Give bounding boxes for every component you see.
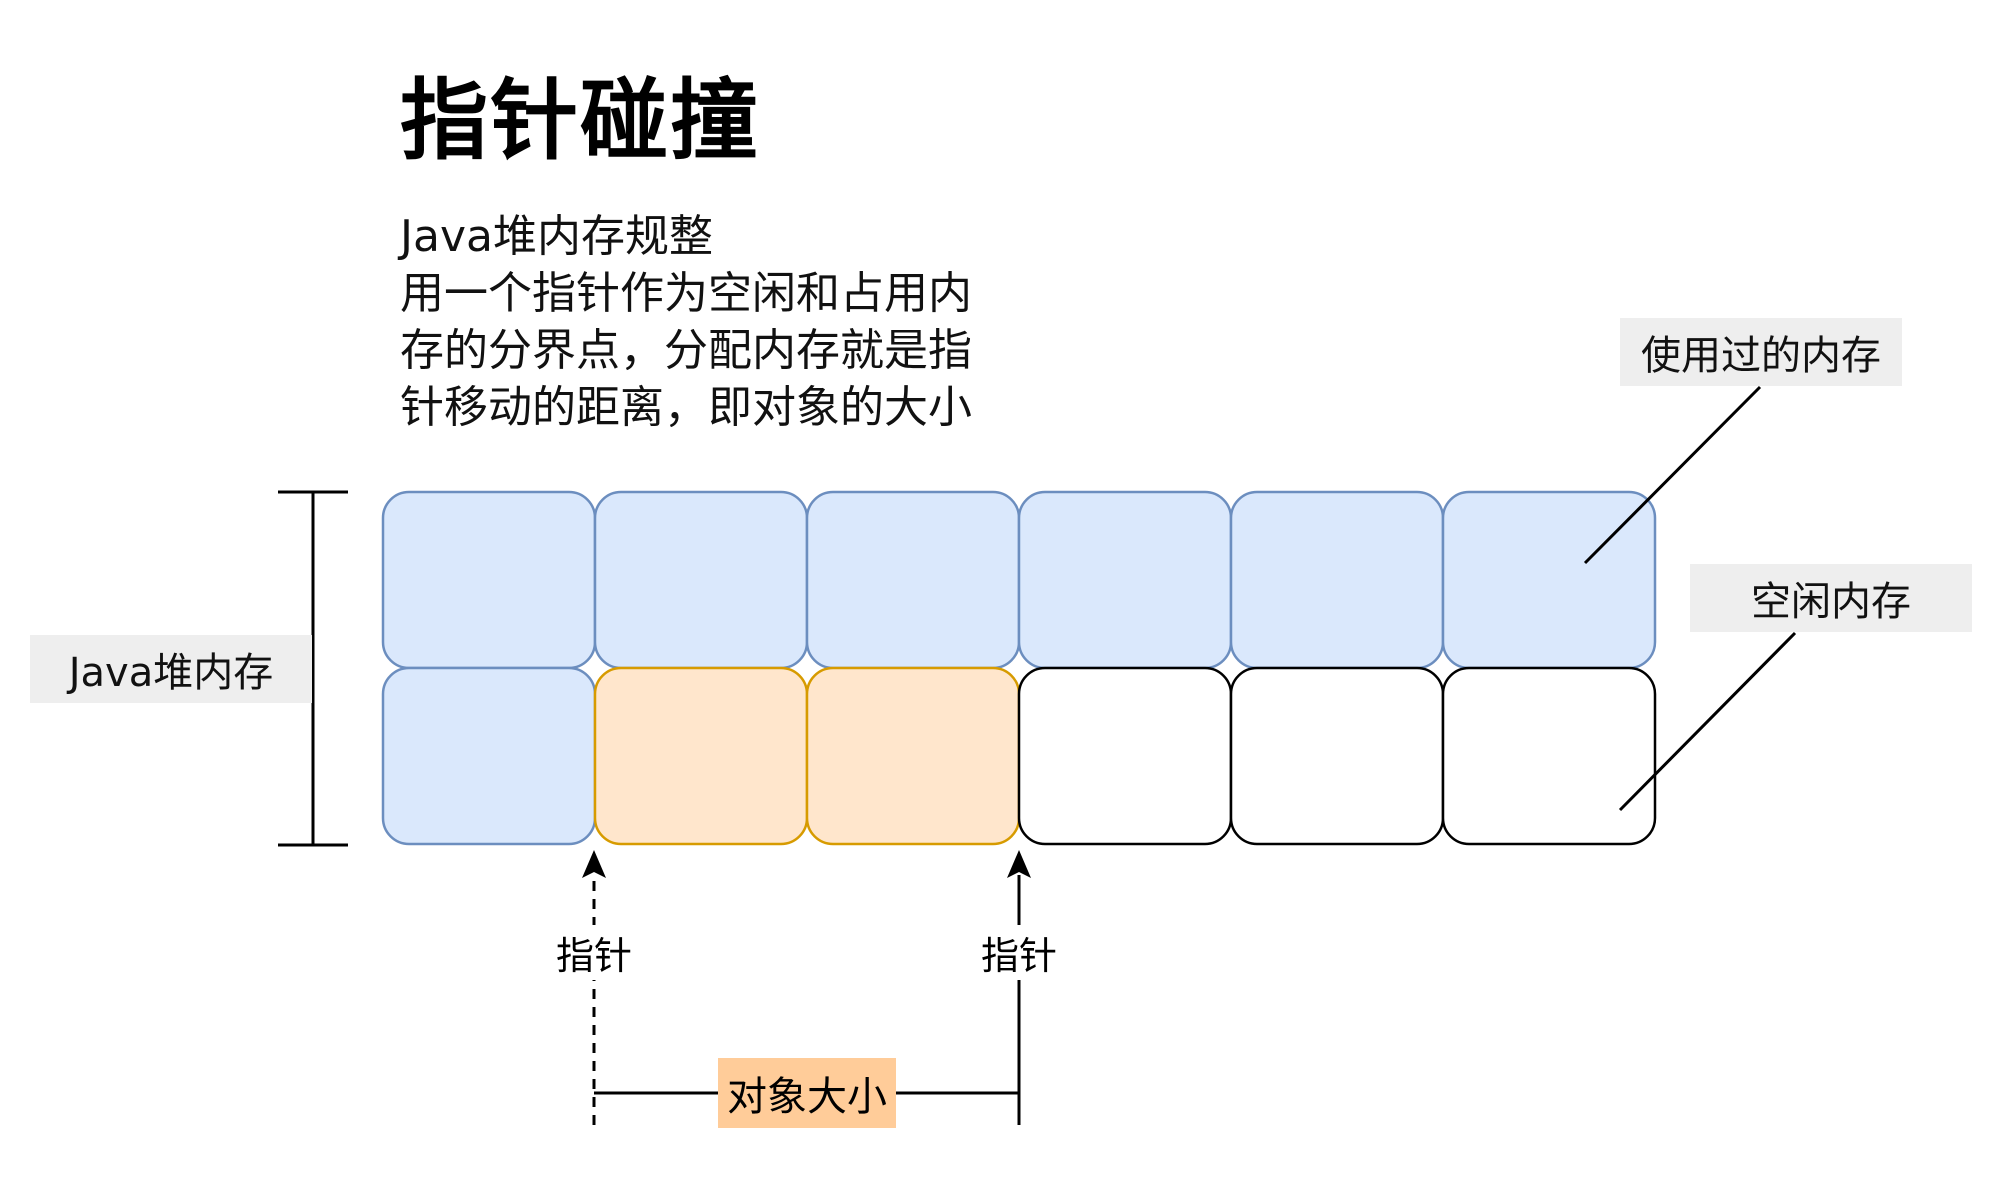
right-pointer-label: 指针 <box>980 925 1058 980</box>
memory-cell-used <box>805 490 1021 670</box>
used-memory-label: 使用过的内存 <box>1620 318 1902 386</box>
free-memory-label: 空闲内存 <box>1690 564 1972 632</box>
description-line-3: 存的分界点，分配内存就是指 <box>400 325 972 376</box>
memory-cell-grid <box>381 490 1657 846</box>
memory-cell-free <box>1017 666 1233 846</box>
free-memory-callout-line <box>1618 631 1797 812</box>
memory-cell-used <box>381 666 597 846</box>
left-pointer-arrowhead <box>582 850 606 878</box>
description-line-4: 针移动的距离，即对象的大小 <box>400 382 972 433</box>
description-line-2: 用一个指针作为空闲和占用内 <box>400 268 972 319</box>
memory-cell-used <box>381 490 597 670</box>
description-text: Java堆内存规整 用一个指针作为空闲和占用内 存的分界点，分配内存就是指 针移… <box>400 208 1080 436</box>
heap-bracket <box>278 490 348 847</box>
left-pointer-label: 指针 <box>555 925 633 980</box>
description-line-1: Java堆内存规整 <box>400 211 713 262</box>
right-pointer-arrowhead <box>1007 850 1031 878</box>
memory-cell-used <box>593 490 809 670</box>
memory-cell-free <box>1229 666 1445 846</box>
diagram-title: 指针碰撞 <box>400 69 761 172</box>
memory-cell-object <box>805 666 1021 846</box>
memory-cell-used <box>1017 490 1233 670</box>
used-memory-callout-line <box>1583 385 1762 565</box>
memory-cell-free <box>1441 666 1657 846</box>
memory-cell-used <box>1441 490 1657 670</box>
memory-cell-used <box>1229 490 1445 670</box>
object-size-label: 对象大小 <box>718 1058 896 1128</box>
memory-cell-object <box>593 666 809 846</box>
heap-label: Java堆内存 <box>30 635 312 703</box>
